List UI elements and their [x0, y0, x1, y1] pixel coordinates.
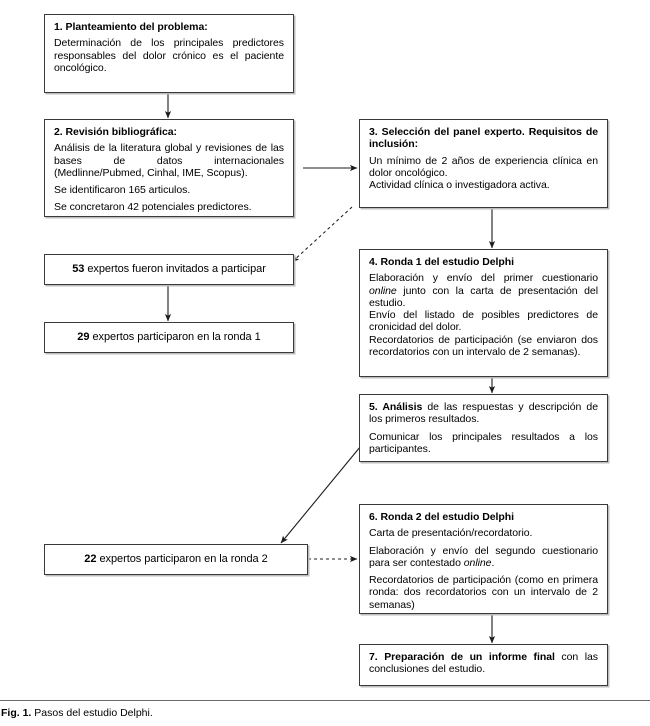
figure-caption-text: Pasos del estudio Delphi.	[34, 707, 153, 719]
step-4-line-3: Recordatorios de participación (se envia…	[369, 333, 598, 359]
figure-caption: Fig. 1. Pasos del estudio Delphi.	[1, 707, 641, 720]
step-5-title-strong: 5. Análisis	[369, 401, 423, 413]
invited-experts-text: expertos fueron invitados a participar	[84, 263, 266, 276]
connector-step3-to-invited	[291, 206, 353, 263]
step-6-line-2-emphasis: online	[463, 556, 492, 569]
round2-participants-count: 22	[84, 553, 97, 566]
step-7-title-rest: con las conclusiones del estudio.	[369, 651, 598, 676]
round2-participants-label: 22 expertos participaron en la ronda 2	[84, 553, 267, 565]
step-3-line-2: Actividad clínica o investigadora activa…	[369, 179, 550, 192]
step-6-title: 6. Ronda 2 del estudio Delphi	[369, 511, 514, 523]
step-7-box[interactable]: 7. Preparación de un informe final con l…	[359, 644, 608, 686]
round2-participants-box[interactable]: 22 expertos participaron en la ronda 2	[44, 544, 308, 575]
round2-participants-text: expertos participaron en la ronda 2	[96, 553, 268, 566]
figure-caption-label: Fig. 1.	[1, 707, 32, 719]
step-5-line-2: Comunicar los principales resultados a l…	[369, 430, 598, 455]
step-6-line-2-post: .	[491, 556, 495, 569]
step-2-title: 2. Revisión bibliográfica:	[54, 126, 177, 138]
step-6-box[interactable]: 6. Ronda 2 del estudio Delphi Carta de p…	[359, 504, 608, 614]
invited-experts-label: 53 expertos fueron invitados a participa…	[72, 263, 266, 275]
step-2-line-1: Análisis de la literatura global y revis…	[54, 142, 284, 179]
step-4-box[interactable]: 4. Ronda 1 del estudio Delphi Elaboració…	[359, 249, 608, 377]
step-7-title-strong: 7. Preparación de un informe final	[369, 651, 555, 663]
step-5-title-rest: de las respuestas y descripción de los p…	[369, 401, 598, 426]
round1-participants-box[interactable]: 29 expertos participaron en la ronda 1	[44, 322, 294, 353]
invited-experts-box[interactable]: 53 expertos fueron invitados a participa…	[44, 254, 294, 285]
step-3-box[interactable]: 3. Selección del panel experto. Requisit…	[359, 119, 608, 208]
step-4-line-1: Elaboración y envío del primer cuestiona…	[369, 272, 598, 309]
step-1-title: 1. Planteamiento del problema:	[54, 21, 208, 33]
step-6-line-1: Carta de presentación/recordatorio.	[369, 527, 533, 540]
round1-participants-count: 29	[77, 331, 90, 344]
step-4-title: 4. Ronda 1 del estudio Delphi	[369, 256, 514, 268]
round1-participants-label: 29 expertos participaron en la ronda 1	[77, 331, 260, 343]
step-4-line-2: Envío del listado de posibles predictore…	[369, 309, 598, 334]
step-5-box[interactable]: 5. Análisis de las respuestas y descripc…	[359, 394, 608, 462]
invited-experts-count: 53	[72, 263, 85, 276]
step-4-line-1-pre: Elaboración y envío del primer cuestiona…	[369, 272, 598, 285]
step-1-box[interactable]: 1. Planteamiento del problema: Determina…	[44, 14, 294, 93]
step-4-line-1-emphasis: online	[369, 284, 397, 297]
step-1-body: Determinación de los principales predict…	[54, 37, 284, 74]
step-7-title: 7. Preparación de un informe final con l…	[369, 651, 598, 676]
connector-step5-to-round2	[280, 440, 366, 544]
step-4-line-1-post: junto con la carta de presentación del e…	[369, 284, 598, 309]
step-6-line-2-pre: Elaboración y envío del segundo cuestion…	[369, 544, 598, 569]
step-5-title: 5. Análisis de las respuestas y descripc…	[369, 401, 598, 426]
step-2-box[interactable]: 2. Revisión bibliográfica: Análisis de l…	[44, 119, 294, 217]
step-3-line-1: Un mínimo de 2 años de experiencia clíni…	[369, 154, 598, 179]
caption-divider	[0, 700, 650, 701]
step-2-line-3: Se concretaron 42 potenciales predictore…	[54, 201, 252, 214]
step-6-line-2: Elaboración y envío del segundo cuestion…	[369, 545, 598, 570]
round1-participants-text: expertos participaron en la ronda 1	[89, 331, 261, 344]
step-6-line-3: Recordatorios de participación (como en …	[369, 574, 598, 611]
step-2-line-2: Se identificaron 165 articulos.	[54, 184, 191, 197]
step-3-title: 3. Selección del panel experto. Requisit…	[369, 126, 598, 151]
